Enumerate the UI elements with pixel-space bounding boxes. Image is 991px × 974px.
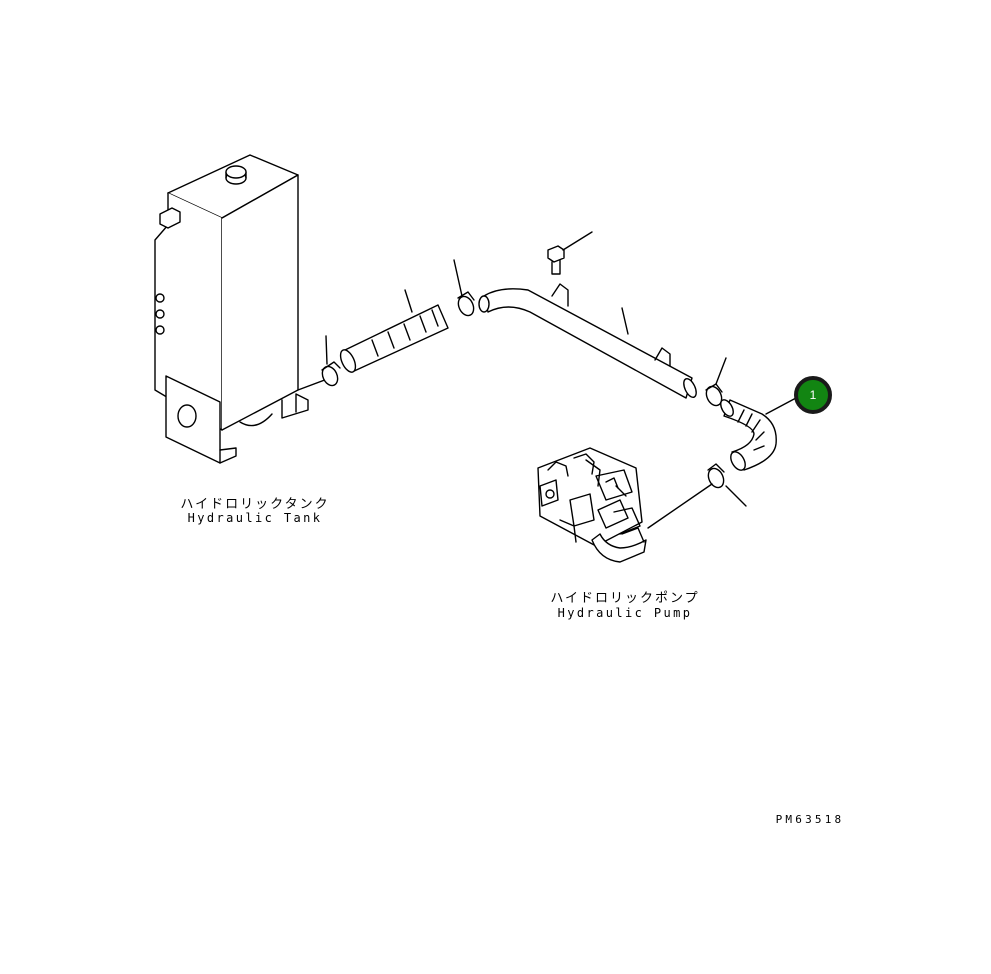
hose-clamp-2[interactable]	[455, 291, 476, 318]
suction-hose-2[interactable]	[718, 398, 777, 473]
hydraulic-pump[interactable]	[537, 447, 647, 563]
leader-line	[715, 357, 727, 385]
leader-line	[725, 485, 747, 507]
hydraulic-tank[interactable]	[154, 154, 309, 464]
pump-label-en: Hydraulic Pump	[557, 606, 693, 620]
leader-line	[325, 335, 328, 365]
suction-pipe[interactable]	[478, 283, 699, 399]
hose-clamp-4[interactable]	[705, 463, 726, 490]
tank-label-en: Hydraulic Tank	[187, 511, 323, 525]
mounting-bolt[interactable]	[547, 245, 565, 275]
callout-number: 1	[809, 388, 817, 402]
callout-leader	[765, 397, 797, 415]
callout-1-button[interactable]: 1	[794, 376, 832, 414]
drawing-code: PM63518	[775, 813, 845, 826]
leader-line	[453, 259, 463, 297]
tank-label-jp: ハイドロリックタンク	[180, 497, 330, 512]
leader-line	[404, 289, 413, 313]
hose-clamp-1[interactable]	[319, 361, 341, 388]
leader-line	[647, 483, 713, 529]
suction-hose-1[interactable]	[337, 304, 449, 374]
leader-line	[621, 307, 629, 335]
pump-label-jp: ハイドロリックポンプ	[550, 591, 700, 606]
leader-line	[562, 231, 593, 251]
